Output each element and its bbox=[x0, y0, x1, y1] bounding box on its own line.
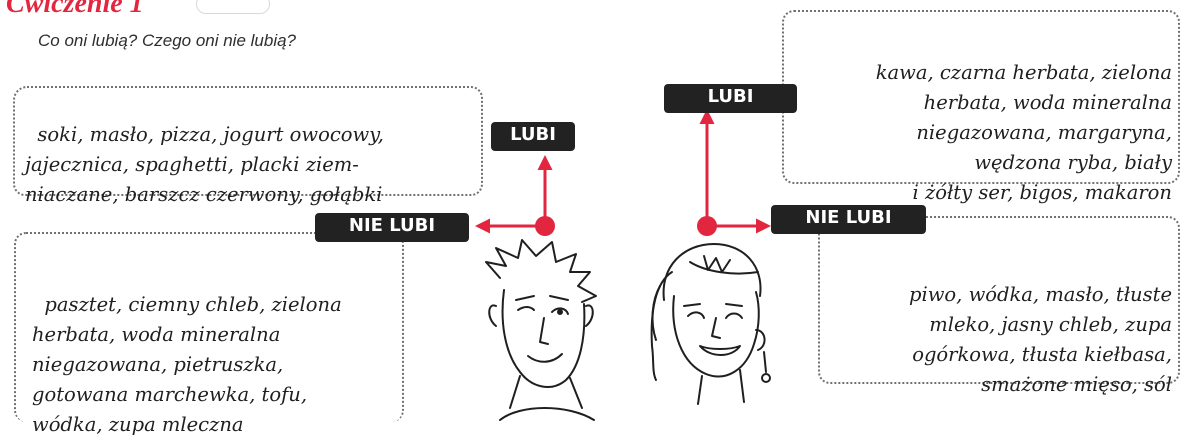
right-dislikes-box: piwo, wódka, masło, tłuste mleko, jasny … bbox=[818, 216, 1180, 396]
right-likes-text: kawa, czarna herbata, zielona herbata, w… bbox=[875, 61, 1172, 204]
diagram-overlay bbox=[475, 109, 771, 421]
exercise-title: Ćwiczenie 1 bbox=[6, 0, 144, 19]
left-dislikes-label: NIE LUBI bbox=[315, 213, 469, 242]
left-likes-text: soki, masło, pizza, jogurt owocowy, jaje… bbox=[25, 123, 384, 206]
left-likes-box: soki, masło, pizza, jogurt owocowy, jaje… bbox=[13, 86, 483, 206]
right-dislikes-text: piwo, wódka, masło, tłuste mleko, jasny … bbox=[909, 283, 1172, 396]
right-likes-label: LUBI bbox=[664, 84, 797, 113]
right-origin-dot bbox=[697, 216, 717, 236]
left-likes-label: LUBI bbox=[491, 122, 575, 151]
exercise-badge bbox=[196, 0, 270, 14]
left-origin-dot bbox=[535, 216, 555, 236]
woman-face-illustration bbox=[650, 243, 771, 405]
exercise-instruction: Co oni lubią? Czego oni nie lubią? bbox=[38, 31, 297, 50]
left-dislikes-box: pasztet, ciemny chleb, zielona herbata, … bbox=[14, 232, 404, 436]
right-dislikes-label: NIE LUBI bbox=[771, 205, 926, 234]
man-face-illustration bbox=[485, 239, 597, 421]
left-dislikes-text: pasztet, ciemny chleb, zielona herbata, … bbox=[32, 293, 342, 436]
right-likes-box: kawa, czarna herbata, zielona herbata, w… bbox=[782, 10, 1180, 204]
